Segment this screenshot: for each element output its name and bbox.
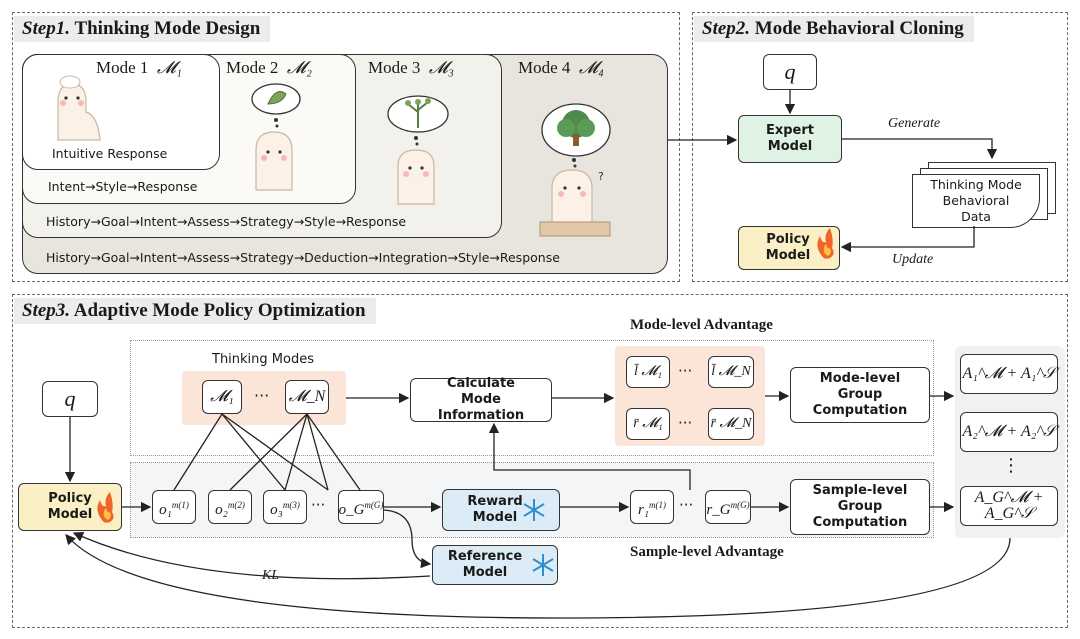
mode2-label: Mode 2 𝓜₂ [226, 58, 312, 77]
mode3-label: Mode 3 𝓜₃ [368, 58, 454, 77]
modes-ellipsis: ··· [254, 386, 270, 405]
step3-panel [12, 294, 1068, 628]
mode1-label: Mode 1 𝓜₁ [96, 58, 182, 77]
behavioral-data-doc: Thinking Mode Behavioral Data [912, 174, 1040, 228]
advantage-g-box: A_G^𝓜 + A_G^𝒮 [960, 486, 1058, 526]
l-bar-mn: l̄ 𝓜_N [708, 356, 754, 388]
reward-model-label: Reward Model [467, 494, 523, 525]
reward-r1-box: r₁m(1) [630, 490, 674, 524]
step3-policy-label: Policy Model [47, 491, 93, 522]
step2-query-box: q [763, 54, 817, 90]
r-ellipsis: ··· [678, 414, 693, 432]
mode4-label: Mode 4 𝓜₄ [518, 58, 604, 77]
output-o3-box: o₃m(3) [263, 490, 307, 524]
behavioral-data-text: Thinking Mode Behavioral Data [930, 177, 1022, 224]
step1-panel [12, 12, 680, 282]
reward-model-box: Reward Model [442, 489, 560, 531]
mode1-frame [22, 54, 220, 170]
mode-m1-box: 𝓜₁ [202, 380, 242, 414]
advantage-vdots: ⋮ [1002, 455, 1020, 476]
step2-policy-label: Policy Model [765, 232, 811, 263]
output-og-box: o_Gm(G) [338, 490, 384, 524]
mode2-chain: Intent→Style→Response [48, 179, 198, 194]
intuitive-response-text: Intuitive Response [52, 146, 168, 161]
step3-title: Step3. Adaptive Mode Policy Optimization [14, 298, 376, 324]
step1-title: Step1. Thinking Mode Design [14, 16, 271, 42]
reward-rg-box: r_Gm(G) [705, 490, 751, 524]
advantage-1-box: A₁^𝓜 + A₁^𝒮 [960, 354, 1058, 394]
advantage-2-box: A₂^𝓜 + A₂^𝒮 [960, 412, 1058, 452]
outputs-ellipsis: ··· [311, 496, 326, 514]
mode-level-advantage-label: Mode-level Advantage [630, 317, 773, 333]
output-o1-box: o₁m(1) [152, 490, 196, 524]
generate-label: Generate [888, 116, 941, 131]
step3-policy-model-box: Policy Model [18, 483, 122, 531]
step3-query-box: q [42, 381, 98, 417]
r-bar-mn: r̄ 𝓜_N [708, 408, 754, 440]
mode3-chain: History→Goal→Intent→Assess→Strategy→Styl… [46, 214, 407, 229]
mode-mn-box: 𝓜_N [285, 380, 329, 414]
rewards-ellipsis: ··· [679, 496, 694, 514]
reference-model-box: Reference Model [432, 545, 558, 585]
r-bar-m1: r̄ 𝓜₁ [626, 408, 670, 440]
l-ellipsis: ··· [678, 362, 693, 380]
sample-level-advantage-label: Sample-level Advantage [630, 544, 784, 560]
l-bar-m1: l̄ 𝓜₁ [626, 356, 670, 388]
sample-level-group-box: Sample-level Group Computation [790, 479, 930, 535]
update-label: Update [892, 252, 934, 267]
mode-level-group-box: Mode-level Group Computation [790, 367, 930, 423]
step2-title: Step2. Mode Behavioral Cloning [694, 16, 974, 42]
step2-policy-model-box: Policy Model [738, 226, 840, 270]
output-o2-box: o₂m(2) [208, 490, 252, 524]
reference-model-label: Reference Model [447, 549, 523, 580]
mode4-chain: History→Goal→Intent→Assess→Strategy→Dedu… [46, 250, 560, 265]
calculate-mode-info-box: Calculate Mode Information [410, 376, 552, 423]
kl-label: KL [262, 568, 280, 583]
expert-model-box: Expert Model [738, 115, 842, 163]
thinking-modes-label: Thinking Modes [212, 352, 314, 367]
step2-panel [692, 12, 1068, 282]
